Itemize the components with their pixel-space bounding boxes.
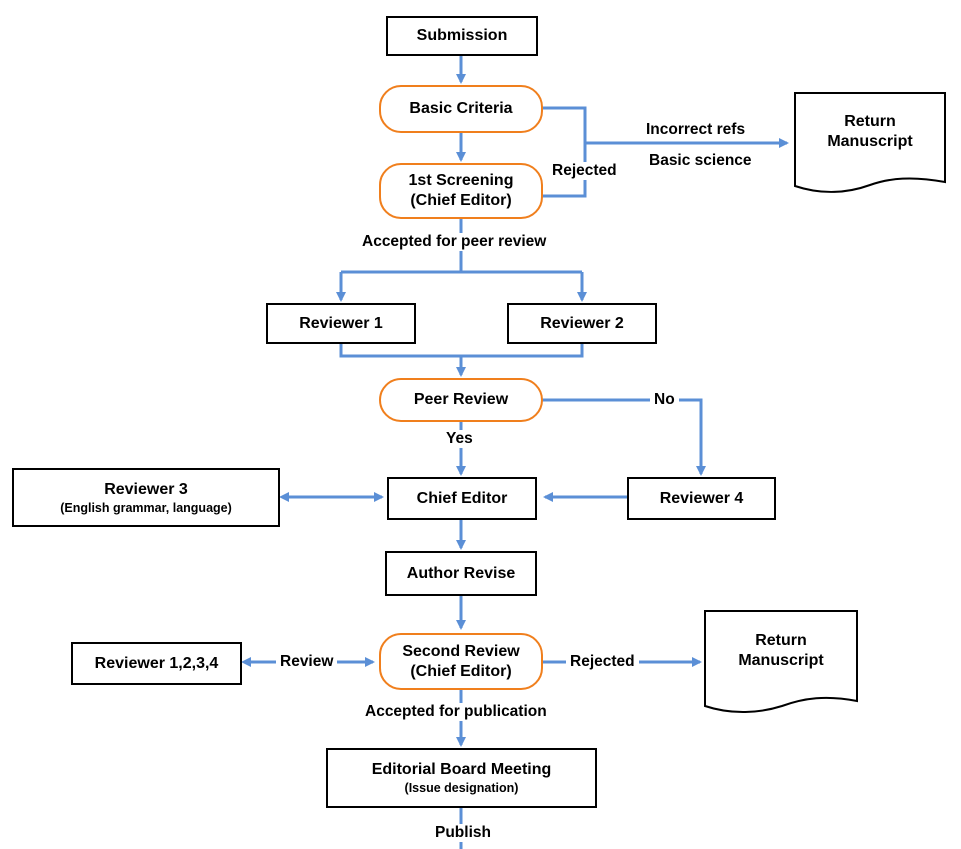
first-screening-box: 1st Screening (Chief Editor) [379, 163, 543, 219]
return-top-line2: Manuscript [827, 133, 913, 150]
label-accepted-publication: Accepted for publication [361, 703, 551, 721]
reviewer-3-box: Reviewer 3 (English grammar, language) [12, 468, 280, 527]
label-rejected-top: Rejected [548, 162, 621, 180]
editorial-board-box: Editorial Board Meeting (Issue designati… [326, 748, 597, 808]
return-document-bottom-shape [704, 610, 858, 714]
label-basic-science: Basic science [649, 152, 752, 169]
return-document-top-shape [794, 92, 946, 193]
second-review-sublabel: (Chief Editor) [410, 662, 512, 680]
author-revise-box: Author Revise [385, 551, 537, 596]
basic-criteria-label: Basic Criteria [409, 100, 513, 117]
label-publish: Publish [431, 824, 495, 842]
chief-editor-label: Chief Editor [416, 489, 508, 507]
label-accepted-peer: Accepted for peer review [358, 233, 551, 251]
reviewer-1-box: Reviewer 1 [266, 303, 416, 344]
reviewers-all-box: Reviewer 1,2,3,4 [71, 642, 242, 685]
return-manuscript-bottom: Return Manuscript [705, 631, 857, 671]
rejected-bracket [542, 106, 587, 198]
return-bottom-line1: Return [755, 632, 807, 649]
label-incorrect-refs: Incorrect refs [646, 121, 746, 138]
label-yes: Yes [442, 430, 477, 448]
return-manuscript-top: Return Manuscript [795, 112, 945, 152]
reviewer-3-sublabel: (English grammar, language) [60, 500, 232, 515]
editorial-board-sublabel: (Issue designation) [404, 781, 519, 795]
reviewer-2-box: Reviewer 2 [507, 303, 657, 344]
reviewer-4-box: Reviewer 4 [627, 477, 776, 520]
second-review-box: Second Review (Chief Editor) [379, 633, 543, 690]
label-rejected-bottom: Rejected [566, 653, 639, 671]
reviewer-3-label: Reviewer 3 [104, 480, 188, 498]
reviewer-1-label: Reviewer 1 [299, 314, 383, 332]
basic-criteria-box: Basic Criteria [379, 85, 543, 133]
arrow-peer-no-to-reviewer4 [542, 398, 706, 476]
first-screening-label: 1st Screening [408, 172, 514, 189]
second-review-label: Second Review [402, 642, 520, 660]
chief-editor-box: Chief Editor [387, 477, 537, 520]
submission-box: Submission [386, 16, 538, 56]
line-merge-reviewers [339, 344, 584, 358]
author-revise-label: Author Revise [406, 564, 516, 582]
submission-label: Submission [416, 27, 508, 44]
reviewer-2-label: Reviewer 2 [540, 314, 624, 332]
label-review: Review [276, 653, 338, 671]
reviewers-all-label: Reviewer 1,2,3,4 [94, 654, 219, 672]
peer-review-box: Peer Review [379, 378, 543, 422]
first-screening-sublabel: (Chief Editor) [410, 192, 512, 209]
reviewer-4-label: Reviewer 4 [659, 489, 744, 507]
editorial-board-label: Editorial Board Meeting [371, 761, 552, 778]
return-bottom-line2: Manuscript [738, 652, 824, 669]
return-top-line1: Return [844, 113, 896, 130]
peer-review-label: Peer Review [413, 391, 509, 408]
label-no: No [650, 391, 679, 409]
